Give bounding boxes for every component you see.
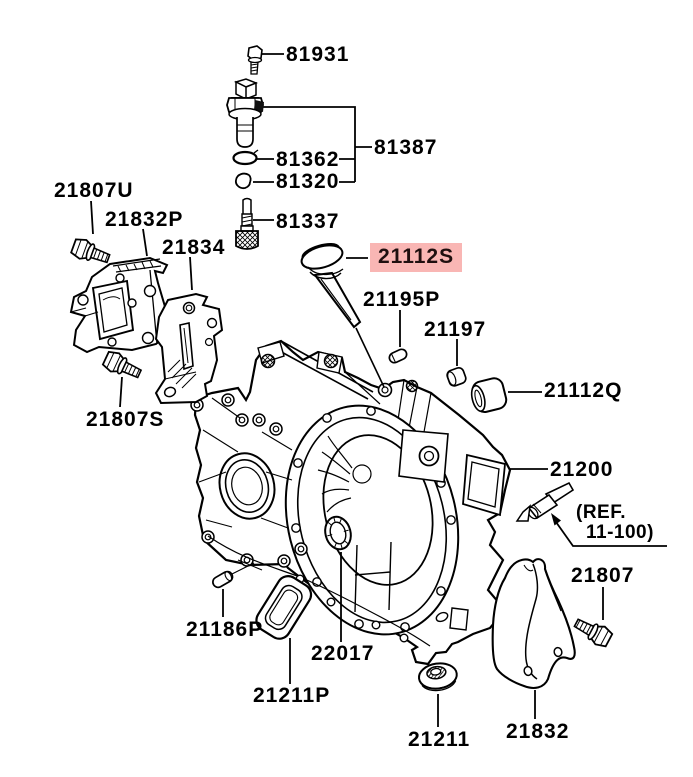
part-21186P-pin-drawing bbox=[212, 570, 234, 589]
part-label-81362[interactable]: 81362 bbox=[276, 148, 340, 171]
part-label-21200[interactable]: 21200 bbox=[550, 458, 614, 481]
part-21807U-bolt-drawing bbox=[69, 235, 113, 269]
part-81337-driven-gear-drawing bbox=[235, 197, 259, 250]
part-label-21832P[interactable]: 21832P bbox=[105, 208, 184, 231]
part-21211P-cover-drawing bbox=[255, 575, 313, 640]
part-label-21807[interactable]: 21807 bbox=[571, 564, 635, 587]
part-21195P-plug-drawing bbox=[388, 348, 408, 364]
part-label-21195P[interactable]: 21195P bbox=[363, 288, 441, 311]
part-label-22017[interactable]: 22017 bbox=[311, 642, 375, 665]
part-21197-plug-drawing bbox=[446, 366, 467, 387]
part-21112Q-cap-drawing bbox=[470, 377, 508, 414]
part-label-21112Q[interactable]: 21112Q bbox=[544, 379, 623, 402]
part-label-21211[interactable]: 21211 bbox=[408, 728, 471, 751]
part-81320-clip-drawing bbox=[234, 172, 252, 190]
leader-lines bbox=[90, 53, 667, 727]
part-21832P-bracket-drawing bbox=[69, 256, 171, 354]
part-label-81320[interactable]: 81320 bbox=[276, 170, 340, 193]
part-label-21197[interactable]: 21197 bbox=[424, 318, 487, 341]
reference-label-line1: (REF. bbox=[576, 502, 626, 523]
part-label-21832[interactable]: 21832 bbox=[506, 720, 570, 743]
part-21211-grommet-drawing bbox=[417, 662, 458, 692]
reference-label-line2: 11-100) bbox=[586, 522, 654, 543]
part-label-21211P[interactable]: 21211P bbox=[253, 684, 331, 707]
part-21807-bolt-drawing bbox=[570, 613, 615, 650]
part-ref-breather-drawing bbox=[515, 481, 575, 522]
part-21832-shield-drawing bbox=[491, 558, 576, 689]
part-label-21807S[interactable]: 21807S bbox=[86, 408, 165, 431]
part-22017-oil-seal-drawing bbox=[324, 515, 352, 551]
part-81931-bolt-drawing bbox=[247, 45, 263, 75]
part-label-21186P[interactable]: 21186P bbox=[186, 618, 264, 641]
part-label-21834[interactable]: 21834 bbox=[162, 236, 226, 259]
part-label-81337[interactable]: 81337 bbox=[276, 210, 340, 233]
part-21200-case-drawing bbox=[190, 339, 512, 666]
part-label-81931[interactable]: 81931 bbox=[286, 43, 350, 66]
part-label-21807U[interactable]: 21807U bbox=[54, 179, 134, 202]
part-label-21112S-highlighted[interactable]: 21112S bbox=[370, 243, 463, 272]
part-21112S-filler-tube-drawing bbox=[300, 243, 385, 388]
part-81362-oring-drawing bbox=[232, 149, 259, 166]
part-label-81387[interactable]: 81387 bbox=[374, 136, 438, 159]
part-81387-speed-sensor-drawing bbox=[226, 78, 264, 148]
part-21834-bracket-drawing bbox=[154, 292, 224, 405]
